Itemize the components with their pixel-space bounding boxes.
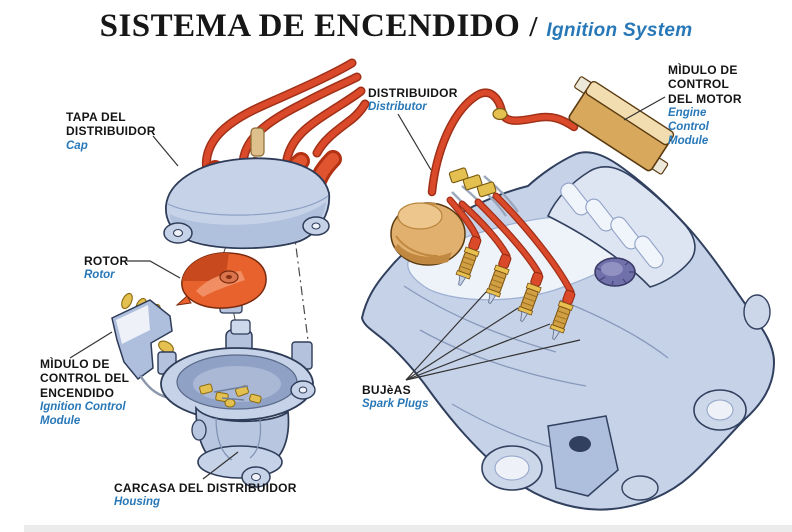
label-spark-plugs-es: BUJèAS: [362, 383, 411, 397]
distributor-cap-illustration: [163, 58, 370, 250]
label-housing: CARCASA DEL DISTRIBUIDOR Housing: [114, 481, 297, 510]
ecm-wire: [427, 88, 579, 197]
label-distributor: DISTRIBUIDOR Distributor: [368, 86, 458, 115]
page-title: SISTEMA DE ENCENDIDO / Ignition System: [0, 8, 792, 45]
leader-housing: [202, 451, 239, 480]
label-ignition-control-module: MÌDULO DE CONTROL DEL ENCENDIDO Ignition…: [40, 357, 129, 429]
distributor-housing-illustration: [157, 319, 316, 488]
bottom-edge-shadow: [24, 525, 792, 532]
leader-rotor: [127, 260, 181, 279]
label-distributor-cap: TAPA DEL DISTRIBUIDOR Cap: [66, 110, 156, 154]
title-spanish: SISTEMA DE ENCENDIDO: [99, 8, 521, 44]
leader-lines: [69, 96, 666, 480]
engine-control-module-part: [568, 76, 675, 175]
valve-cover-ribs: [560, 182, 664, 269]
label-spark-plugs-en: Spark Plugs: [362, 398, 429, 411]
label-rotor-es: ROTOR: [84, 254, 129, 268]
leader-cap: [152, 135, 179, 167]
label-engine-control-module: MÌDULO DE CONTROL DEL MOTOR Engine Contr…: [668, 63, 742, 149]
label-spark-plugs: BUJèAS Spark Plugs: [362, 383, 428, 412]
leader-ecm: [623, 96, 666, 121]
spark-plug-wires: [446, 192, 575, 296]
label-engine-control-module-en: Engine Control Module: [668, 107, 709, 147]
leader-spark-plugs: [405, 291, 581, 381]
label-engine-control-module-es: MÌDULO DE CONTROL DEL MOTOR: [668, 63, 742, 106]
label-distributor-cap-en: Cap: [66, 139, 88, 152]
distributor-on-engine: [390, 202, 466, 266]
label-housing-es: CARCASA DEL DISTRIBUIDOR: [114, 481, 297, 495]
label-housing-en: Housing: [114, 496, 160, 509]
ignition-control-module-part: [111, 292, 180, 401]
label-rotor-en: Rotor: [84, 269, 115, 282]
label-distributor-cap-es: TAPA DEL DISTRIBUIDOR: [66, 110, 156, 139]
oil-cap: [594, 257, 636, 287]
leader-icm: [69, 331, 113, 359]
label-ignition-control-module-es: MÌDULO DE CONTROL DEL ENCENDIDO: [40, 357, 130, 400]
label-ignition-control-module-en: Ignition Control Module: [40, 401, 126, 427]
label-distributor-en: Distributor: [368, 101, 427, 114]
title-separator: /: [529, 11, 538, 43]
label-distributor-es: DISTRIBUIDOR: [368, 86, 458, 100]
label-rotor: ROTOR Rotor: [84, 254, 128, 283]
rotor-illustration: [175, 252, 267, 314]
engine-bottom-details: [481, 294, 771, 501]
leader-distributor: [397, 113, 432, 171]
spark-plugs: [455, 235, 576, 340]
engine-illustration: [360, 76, 776, 511]
title-english: Ignition System: [546, 20, 693, 41]
